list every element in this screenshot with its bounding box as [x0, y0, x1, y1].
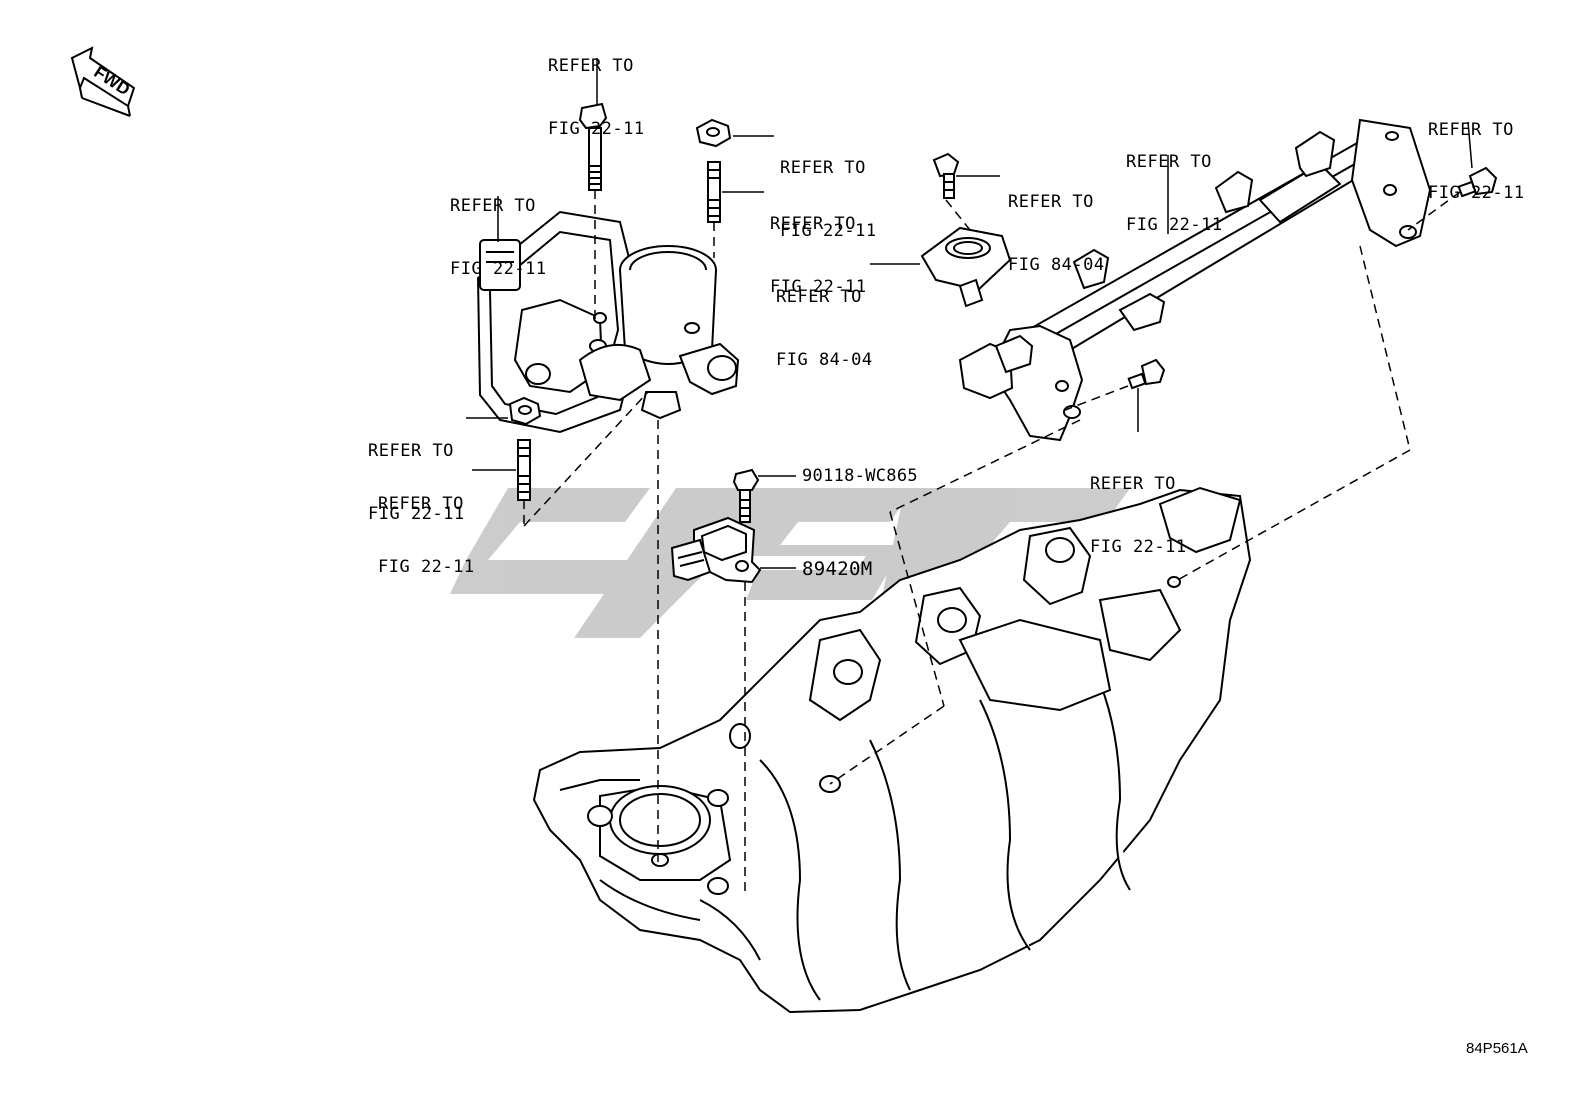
refer-line2: FIG 22-11 — [780, 221, 877, 241]
refer-label-lower-stud: REFER TO FIG 22-11 — [378, 452, 475, 599]
refer-label-top-stud: REFER TO FIG 22-11 — [770, 172, 867, 319]
part-number-sensor: 89420M — [802, 558, 873, 580]
refer-label-lower-nut: REFER TO FIG 22-11 — [368, 399, 465, 546]
refer-label-top-nut: REFER TO FIG 22-11 — [780, 116, 877, 263]
fuel-rail-bolts — [1127, 166, 1498, 390]
fuel-rail — [958, 118, 1432, 442]
refer-label-gasket: REFER TO FIG 22-11 — [450, 154, 547, 301]
refer-line2: FIG 22-11 — [548, 119, 645, 139]
refer-line2: FIG 84-04 — [1008, 255, 1105, 275]
throttle-position-sensor — [670, 468, 762, 584]
refer-line1: REFER TO — [776, 287, 862, 307]
refer-line2: FIG 22-11 — [1126, 215, 1223, 235]
refer-line1: REFER TO — [548, 56, 634, 76]
refer-line2: FIG 22-11 — [1090, 537, 1187, 557]
leader-lines — [466, 58, 1473, 569]
assembly-guide-lines — [523, 190, 1461, 896]
refer-line1: REFER TO — [1090, 474, 1176, 494]
refer-label-map-bolt: REFER TO FIG 84-04 — [1008, 150, 1105, 297]
refer-line1: REFER TO — [368, 441, 454, 461]
refer-line2: FIG 22-11 — [450, 259, 547, 279]
refer-line1: REFER TO — [378, 494, 464, 514]
refer-line1: REFER TO — [770, 214, 856, 234]
throttle-body — [476, 210, 740, 434]
refer-label-top-bolt: REFER TO FIG 22-11 — [548, 14, 645, 161]
refer-line1: REFER TO — [780, 158, 866, 178]
refer-line1: REFER TO — [1126, 152, 1212, 172]
map-sensor — [920, 152, 1012, 308]
refer-line2: FIG 22-11 — [770, 277, 867, 297]
refer-line2: FIG 84-04 — [776, 350, 873, 370]
refer-label-fuel-rail: REFER TO FIG 22-11 — [1126, 110, 1223, 257]
refer-label-map-sensor: REFER TO FIG 84-04 — [776, 245, 873, 392]
fwd-arrow-icon — [70, 46, 136, 117]
refer-line2: FIG 22-11 — [368, 504, 465, 524]
refer-line1: REFER TO — [1008, 192, 1094, 212]
refer-label-rail-bolt-right: REFER TO FIG 22-11 — [1428, 78, 1525, 225]
throttle-hardware — [508, 102, 732, 501]
refer-line1: REFER TO — [450, 196, 536, 216]
part-number-bolt: 90118-WC865 — [802, 466, 918, 486]
refer-line2: FIG 22-11 — [378, 557, 475, 577]
refer-line1: REFER TO — [1428, 120, 1514, 140]
intake-manifold — [532, 486, 1252, 1014]
refer-line2: FIG 22-11 — [1428, 183, 1525, 203]
illustration-code: 84P561A — [1466, 1040, 1528, 1057]
refer-label-rail-bolt-lower: REFER TO FIG 22-11 — [1090, 432, 1187, 579]
